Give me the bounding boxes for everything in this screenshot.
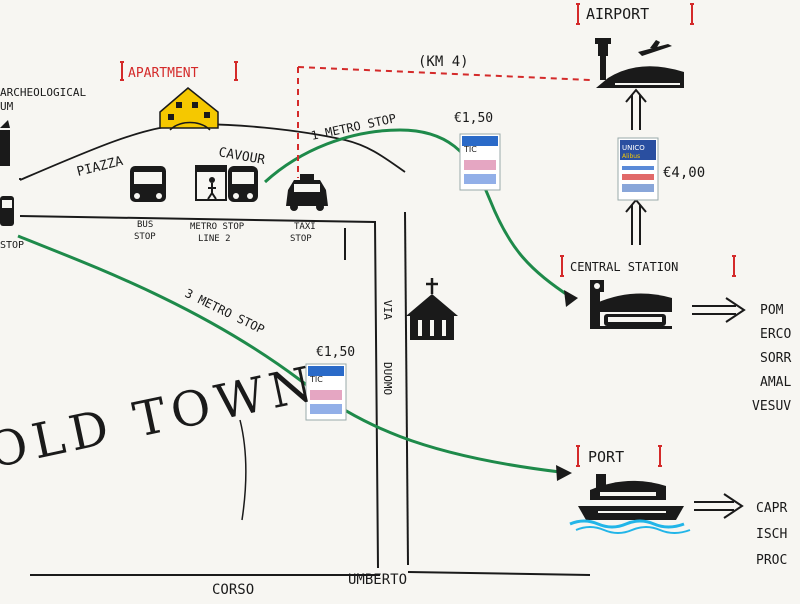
metro-stop-icon — [195, 165, 258, 202]
apartment-label: APARTMENT — [128, 66, 199, 81]
piazza-label: PIAZZA — [75, 154, 124, 180]
station-dest-2: ERCO — [760, 327, 791, 342]
apartment-house-icon — [159, 87, 219, 131]
church-icon — [406, 278, 458, 340]
port-dest-2: ISCH — [756, 527, 787, 542]
bus-stop-label-2: STOP — [134, 232, 156, 242]
street-lines — [19, 211, 591, 576]
port-label: PORT — [588, 448, 624, 466]
port-destinations: CAPR ISCH PROC — [756, 501, 787, 568]
tic-ticket-1: TIC — [459, 133, 501, 191]
corso-label: CORSO — [212, 582, 254, 598]
alibus-text: Alibus — [622, 153, 640, 160]
umberto-label: UMBERTO — [348, 572, 407, 588]
apartment-label-group: APARTMENT — [120, 61, 238, 81]
via-label: VIA — [381, 300, 394, 320]
route-metro-to-central-station — [263, 128, 573, 300]
museum-icon — [0, 120, 10, 166]
port-label-group: PORT — [576, 445, 662, 467]
ticket-price-2: €1,50 — [316, 345, 355, 360]
block-upper-left-edge — [19, 215, 379, 569]
arrow-to-port-destinations — [694, 493, 744, 519]
central-station-label: CENTRAL STATION — [570, 260, 678, 274]
port-arrowhead — [556, 465, 572, 481]
station-dest-5: VESUV — [752, 399, 791, 414]
museum-group: ARCHEOLOGICAL UM — [0, 86, 86, 166]
tic-label-2: TIC — [309, 375, 323, 384]
port-ship-icon — [569, 474, 691, 534]
bus-stop-label-1: BUS — [137, 220, 153, 230]
routes — [17, 128, 573, 474]
alibus-ticket: UNICO Alibus — [617, 137, 659, 201]
hill-outline — [19, 123, 406, 181]
port-dest-3: PROC — [756, 553, 787, 568]
ticket-price-1: €1,50 — [454, 111, 493, 126]
tic-ticket-2: TIC — [305, 363, 347, 421]
central-station-icon — [590, 280, 672, 329]
station-destinations: POM ERCO SORR AMAL VESUV — [752, 303, 791, 414]
distance-label: (KM 4) — [418, 54, 469, 70]
old-town-label: OLD TOWN — [0, 355, 323, 480]
taxi-icon — [286, 174, 328, 211]
street-via-duomo-edge — [404, 211, 409, 566]
metro-stop-label-1: METRO STOP — [190, 222, 245, 232]
metro-stop-label-2: LINE 2 — [198, 234, 231, 244]
distance-line — [297, 66, 591, 178]
station-dest-4: AMAL — [760, 375, 791, 390]
arrow-up-to-airport — [625, 88, 647, 245]
left-bus-icon — [0, 196, 14, 226]
bus-icon — [130, 166, 166, 202]
airport-icon — [595, 38, 684, 88]
cavour-label: CAVOUR — [217, 145, 266, 168]
airport-label: AIRPORT — [586, 5, 649, 23]
duomo-label: DUOMO — [381, 362, 394, 395]
one-metro-stop-label: 1 METRO STOP — [310, 111, 398, 143]
tic-label-1: TIC — [463, 145, 477, 154]
station-dest-1: POM — [760, 303, 784, 318]
museum-label-2: UM — [0, 100, 14, 113]
station-dest-3: SORR — [760, 351, 791, 366]
central-station-label-group: CENTRAL STATION — [560, 255, 736, 277]
port-dest-1: CAPR — [756, 501, 787, 516]
museum-label-1: ARCHEOLOGICAL — [0, 86, 86, 99]
route-stop-to-port — [17, 234, 561, 474]
central-station-arrowhead — [564, 290, 578, 307]
airport-label-group: AIRPORT — [576, 3, 694, 25]
street-corso-right-edge — [407, 571, 591, 576]
faint-curve — [239, 419, 247, 521]
alibus-price: €4,00 — [663, 165, 705, 181]
arrow-to-station-destinations — [692, 297, 746, 323]
taxi-stop-label-2: STOP — [290, 234, 312, 244]
taxi-stop-label-1: TAXI — [294, 222, 316, 232]
left-stop-label: STOP — [0, 240, 24, 251]
unico-text: UNICO — [622, 144, 645, 152]
